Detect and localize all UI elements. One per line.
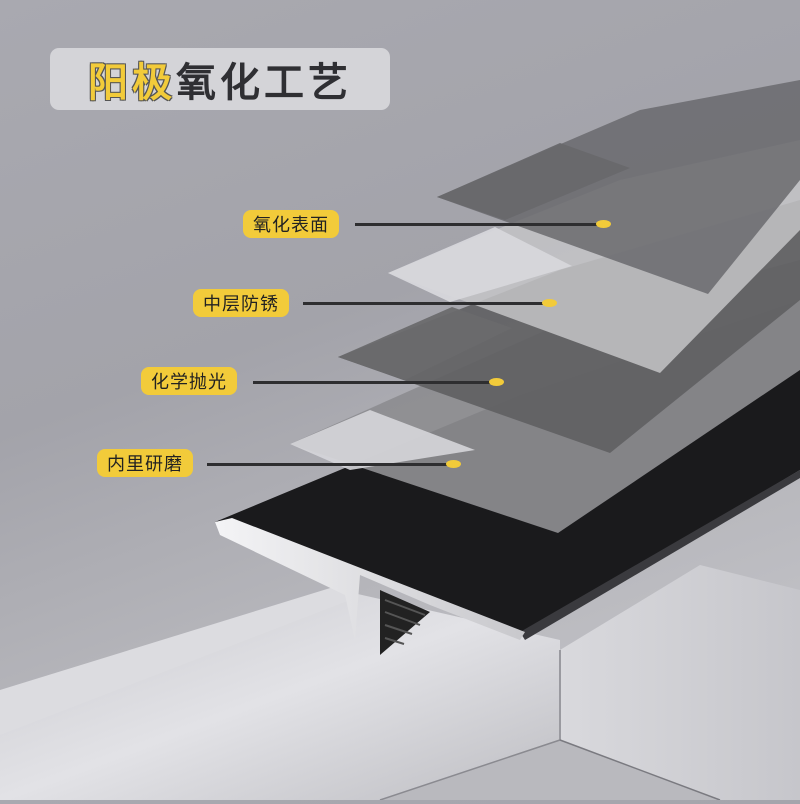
title-main-text: 氧化工艺	[176, 60, 352, 106]
right-tile-block	[560, 565, 800, 800]
callout-inner-grinding: 内里研磨	[97, 449, 193, 477]
marker-dot-oxidized-surface	[596, 220, 611, 228]
leader-line-oxidized-surface	[355, 223, 597, 226]
callout-anti-rust-layer: 中层防锈	[193, 289, 289, 317]
marker-dot-inner-grinding	[446, 460, 461, 468]
left-tile-block	[0, 590, 560, 800]
title-accent-text: 阳极	[88, 60, 176, 106]
marker-dot-chemical-polish	[489, 378, 504, 386]
leader-line-anti-rust-layer	[303, 302, 543, 305]
layer-oxidized-surface	[437, 80, 800, 294]
leader-line-chemical-polish	[253, 381, 490, 384]
aluminum-cross-section	[215, 518, 525, 640]
leader-line-inner-grinding	[207, 463, 447, 466]
left-tile-top	[0, 585, 350, 735]
marker-dot-anti-rust-layer	[542, 299, 557, 307]
callout-oxidized-surface: 氧化表面	[243, 210, 339, 238]
title-banner: 阳极 氧化工艺	[50, 48, 390, 110]
callout-chemical-polish: 化学抛光	[141, 367, 237, 395]
